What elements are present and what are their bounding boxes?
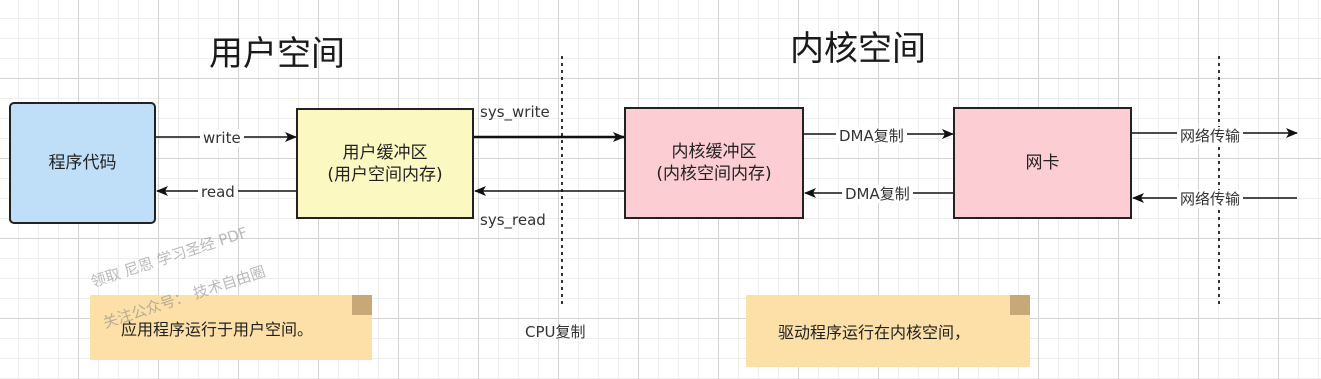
user-buffer-box: 用户缓冲区 (用户空间内存) xyxy=(296,108,474,219)
kernel-space-title: 内核空间 xyxy=(790,29,926,69)
user-buffer-label: 用户缓冲区 xyxy=(342,142,428,163)
user-space-note-text: 应用程序运行于用户空间。 xyxy=(121,319,314,339)
user-buffer-sublabel: (用户空间内存) xyxy=(327,164,443,185)
program-code-box: 程序代码 xyxy=(9,102,156,224)
kernel-space-note: 驱动程序运行在内核空间， xyxy=(746,295,1030,367)
kernel-space-note-text: 驱动程序运行在内核空间， xyxy=(778,323,971,342)
program-code-label: 程序代码 xyxy=(48,153,117,173)
note-fold xyxy=(1010,295,1030,315)
net-in-label: 网络传输 xyxy=(1177,190,1244,208)
read-label: read xyxy=(198,183,238,201)
kernel-buffer-sublabel: (内核空间内存) xyxy=(656,164,772,184)
user-space-note: 应用程序运行于用户空间。 xyxy=(90,295,372,360)
dma-in-label: DMA复制 xyxy=(842,185,913,203)
cpu-copy-label: CPU复制 xyxy=(525,323,586,341)
kernel-buffer-label: 内核缓冲区 xyxy=(671,142,757,162)
nic-label: 网卡 xyxy=(1025,153,1060,173)
dma-out-label: DMA复制 xyxy=(836,127,907,145)
sys-read-label: sys_read xyxy=(480,211,546,229)
net-out-label: 网络传输 xyxy=(1177,127,1244,145)
kernel-buffer-box: 内核缓冲区 (内核空间内存) xyxy=(624,107,804,219)
note-fold xyxy=(352,295,372,315)
nic-box: 网卡 xyxy=(953,107,1132,219)
sys-write-label: sys_write xyxy=(480,103,550,121)
user-space-title: 用户空间 xyxy=(209,34,345,74)
write-label: write xyxy=(200,129,244,147)
